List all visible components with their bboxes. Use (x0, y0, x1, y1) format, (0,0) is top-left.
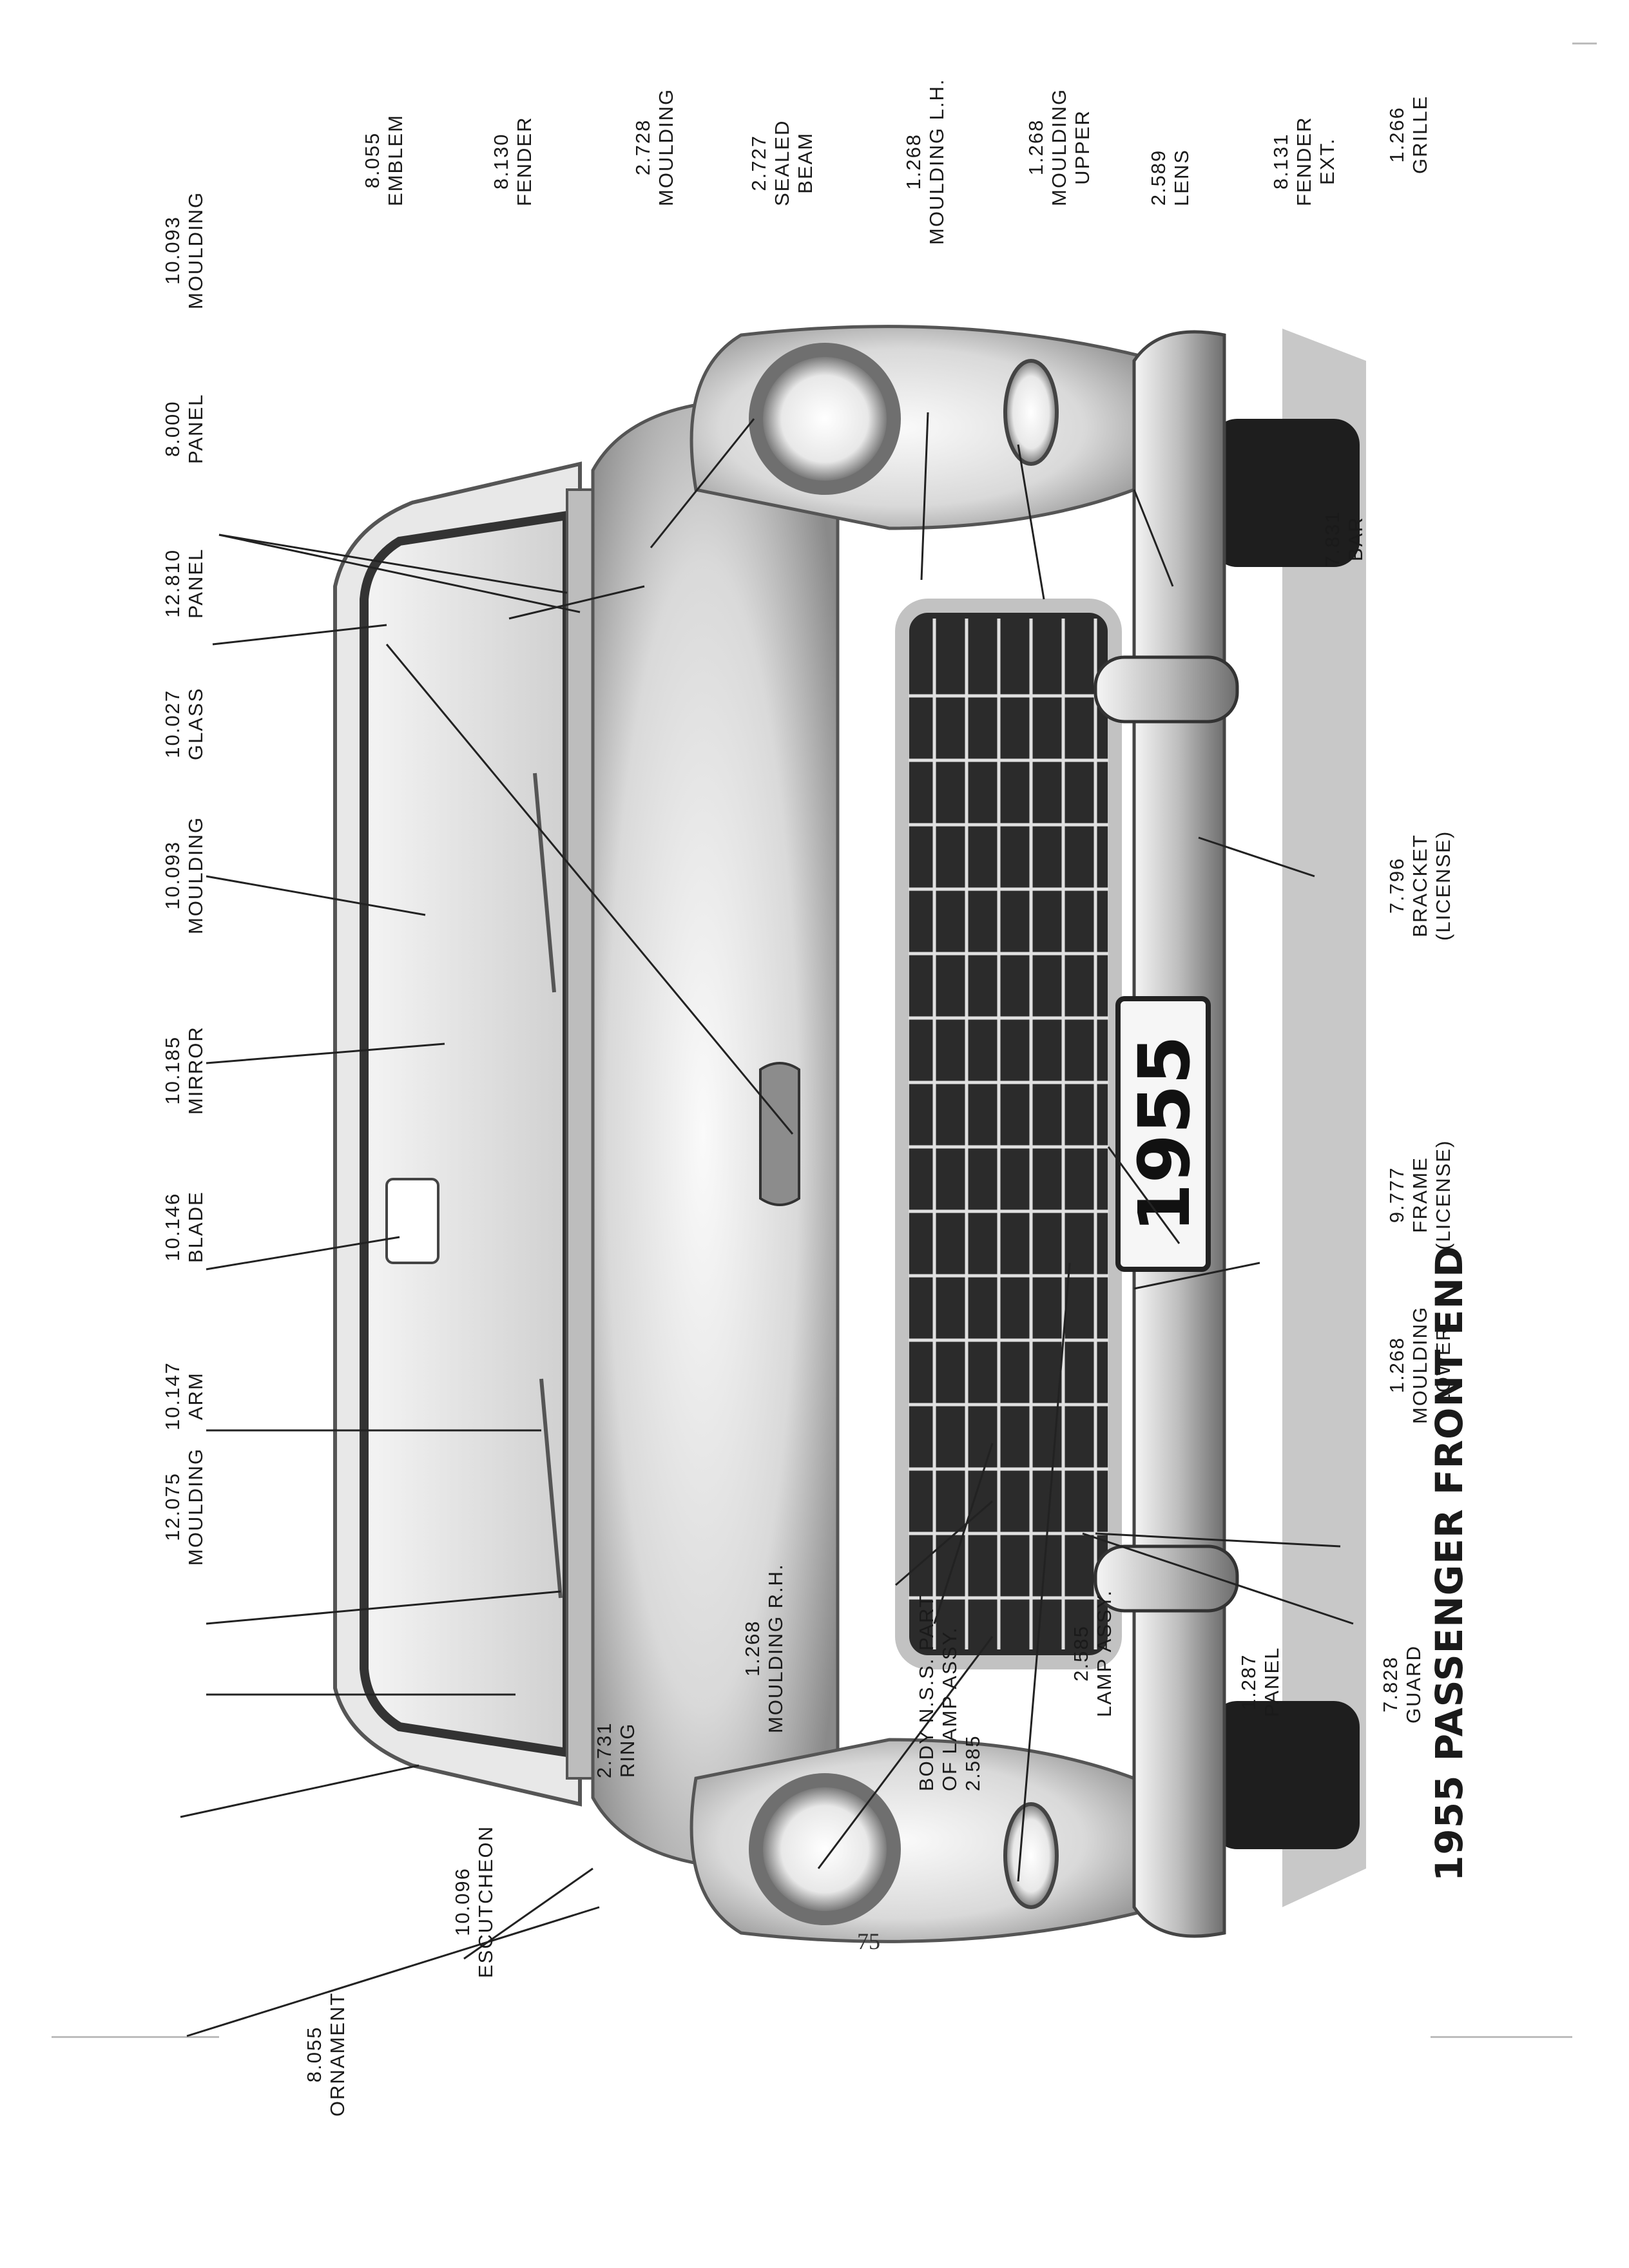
windshield-glass (360, 510, 572, 1758)
scan-mark (1572, 43, 1597, 44)
license-plate-text: 1955 (1123, 1035, 1206, 1233)
mirror (385, 1178, 439, 1264)
cowl-strip (566, 488, 594, 1780)
bumper-guard-right (1094, 1544, 1239, 1613)
sealed-beam-right (763, 1787, 887, 1911)
hood-panel (591, 398, 840, 1870)
wiper-blade (539, 1378, 563, 1599)
page-title: 1955 PASSENGER FRONT END (1427, 1245, 1471, 1881)
scan-mark (1431, 2036, 1572, 2038)
scan-mark (52, 2036, 219, 2038)
sealed-beam-left (763, 357, 887, 481)
page-number: 75 (857, 1928, 880, 1954)
parking-lamp-right (1003, 1802, 1059, 1909)
hood-emblem (759, 1062, 800, 1206)
bumper-guard-left (1094, 655, 1239, 724)
parking-lamp-left (1003, 359, 1059, 466)
right-tire (1211, 419, 1360, 567)
left-tire (1211, 1701, 1360, 1849)
